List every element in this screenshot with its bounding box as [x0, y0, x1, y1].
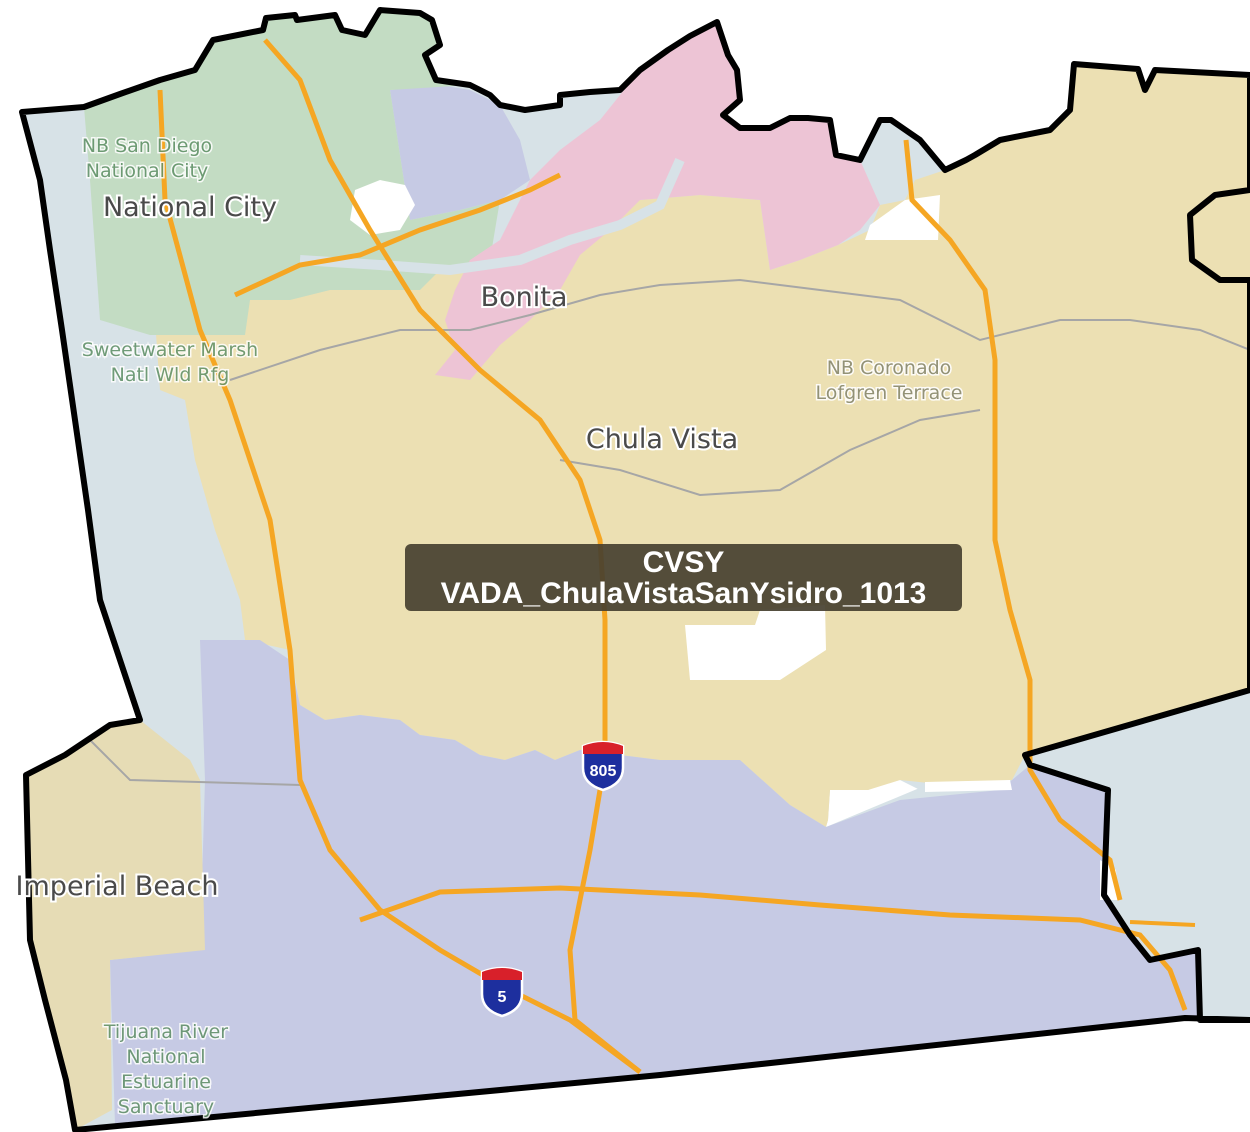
label-chula-vista: Chula Vista [586, 424, 738, 455]
label-nb-san-diego-1: NB San Diego [82, 135, 212, 157]
label-bonita: Bonita [481, 282, 568, 313]
white-cutout-3 [685, 605, 826, 680]
minor-road-2 [559, 409, 981, 497]
i805-shield: 805 [581, 740, 625, 792]
chula-vista-area [155, 64, 1250, 827]
bonita-area [435, 22, 880, 380]
national-city-area [84, 10, 500, 335]
label-imperial-beach: Imperial Beach [16, 871, 219, 902]
highway-sr905 [359, 885, 1188, 1011]
imperial-beach-area [26, 720, 205, 1130]
minor-road-3 [89, 739, 301, 786]
highway-sr54 [233, 172, 562, 298]
label-nb-san-diego-2: National City [86, 160, 208, 182]
i805-shield-label: 805 [590, 763, 617, 780]
label-sweetwater-2: Natl Wld Rfg [111, 364, 230, 386]
label-national-city: National City [103, 192, 277, 223]
i5-shield-label: 5 [498, 989, 507, 1006]
label-tijuana-2: National [126, 1046, 205, 1068]
san-ysidro-area [110, 640, 1250, 1125]
district-label-box: CVSY VADA_ChulaVistaSanYsidro_1013 [405, 544, 962, 611]
label-nb-coronado-1: NB Coronado [827, 357, 952, 379]
district-boundary [19, 7, 1250, 1132]
label-nb-coronado-2: Lofgren Terrace [816, 382, 963, 404]
highway-i805 [263, 38, 642, 1074]
north-lavender-area [390, 85, 530, 220]
label-sweetwater-1: Sweetwater Marsh [82, 339, 258, 361]
highway-sr125 [903, 139, 1123, 901]
i5-shield: 5 [480, 966, 524, 1018]
label-tijuana-1: Tijuana River [103, 1021, 228, 1043]
minor-road-1 [229, 278, 1250, 381]
label-tijuana-3: Estuarine [121, 1071, 211, 1093]
highway-connector-sr905 [1129, 920, 1196, 927]
district-name: VADA_ChulaVistaSanYsidro_1013 [440, 577, 927, 610]
white-cutout-4 [925, 780, 1012, 792]
label-tijuana-4: Sanctuary [118, 1096, 214, 1118]
district-code: CVSY [642, 546, 725, 579]
